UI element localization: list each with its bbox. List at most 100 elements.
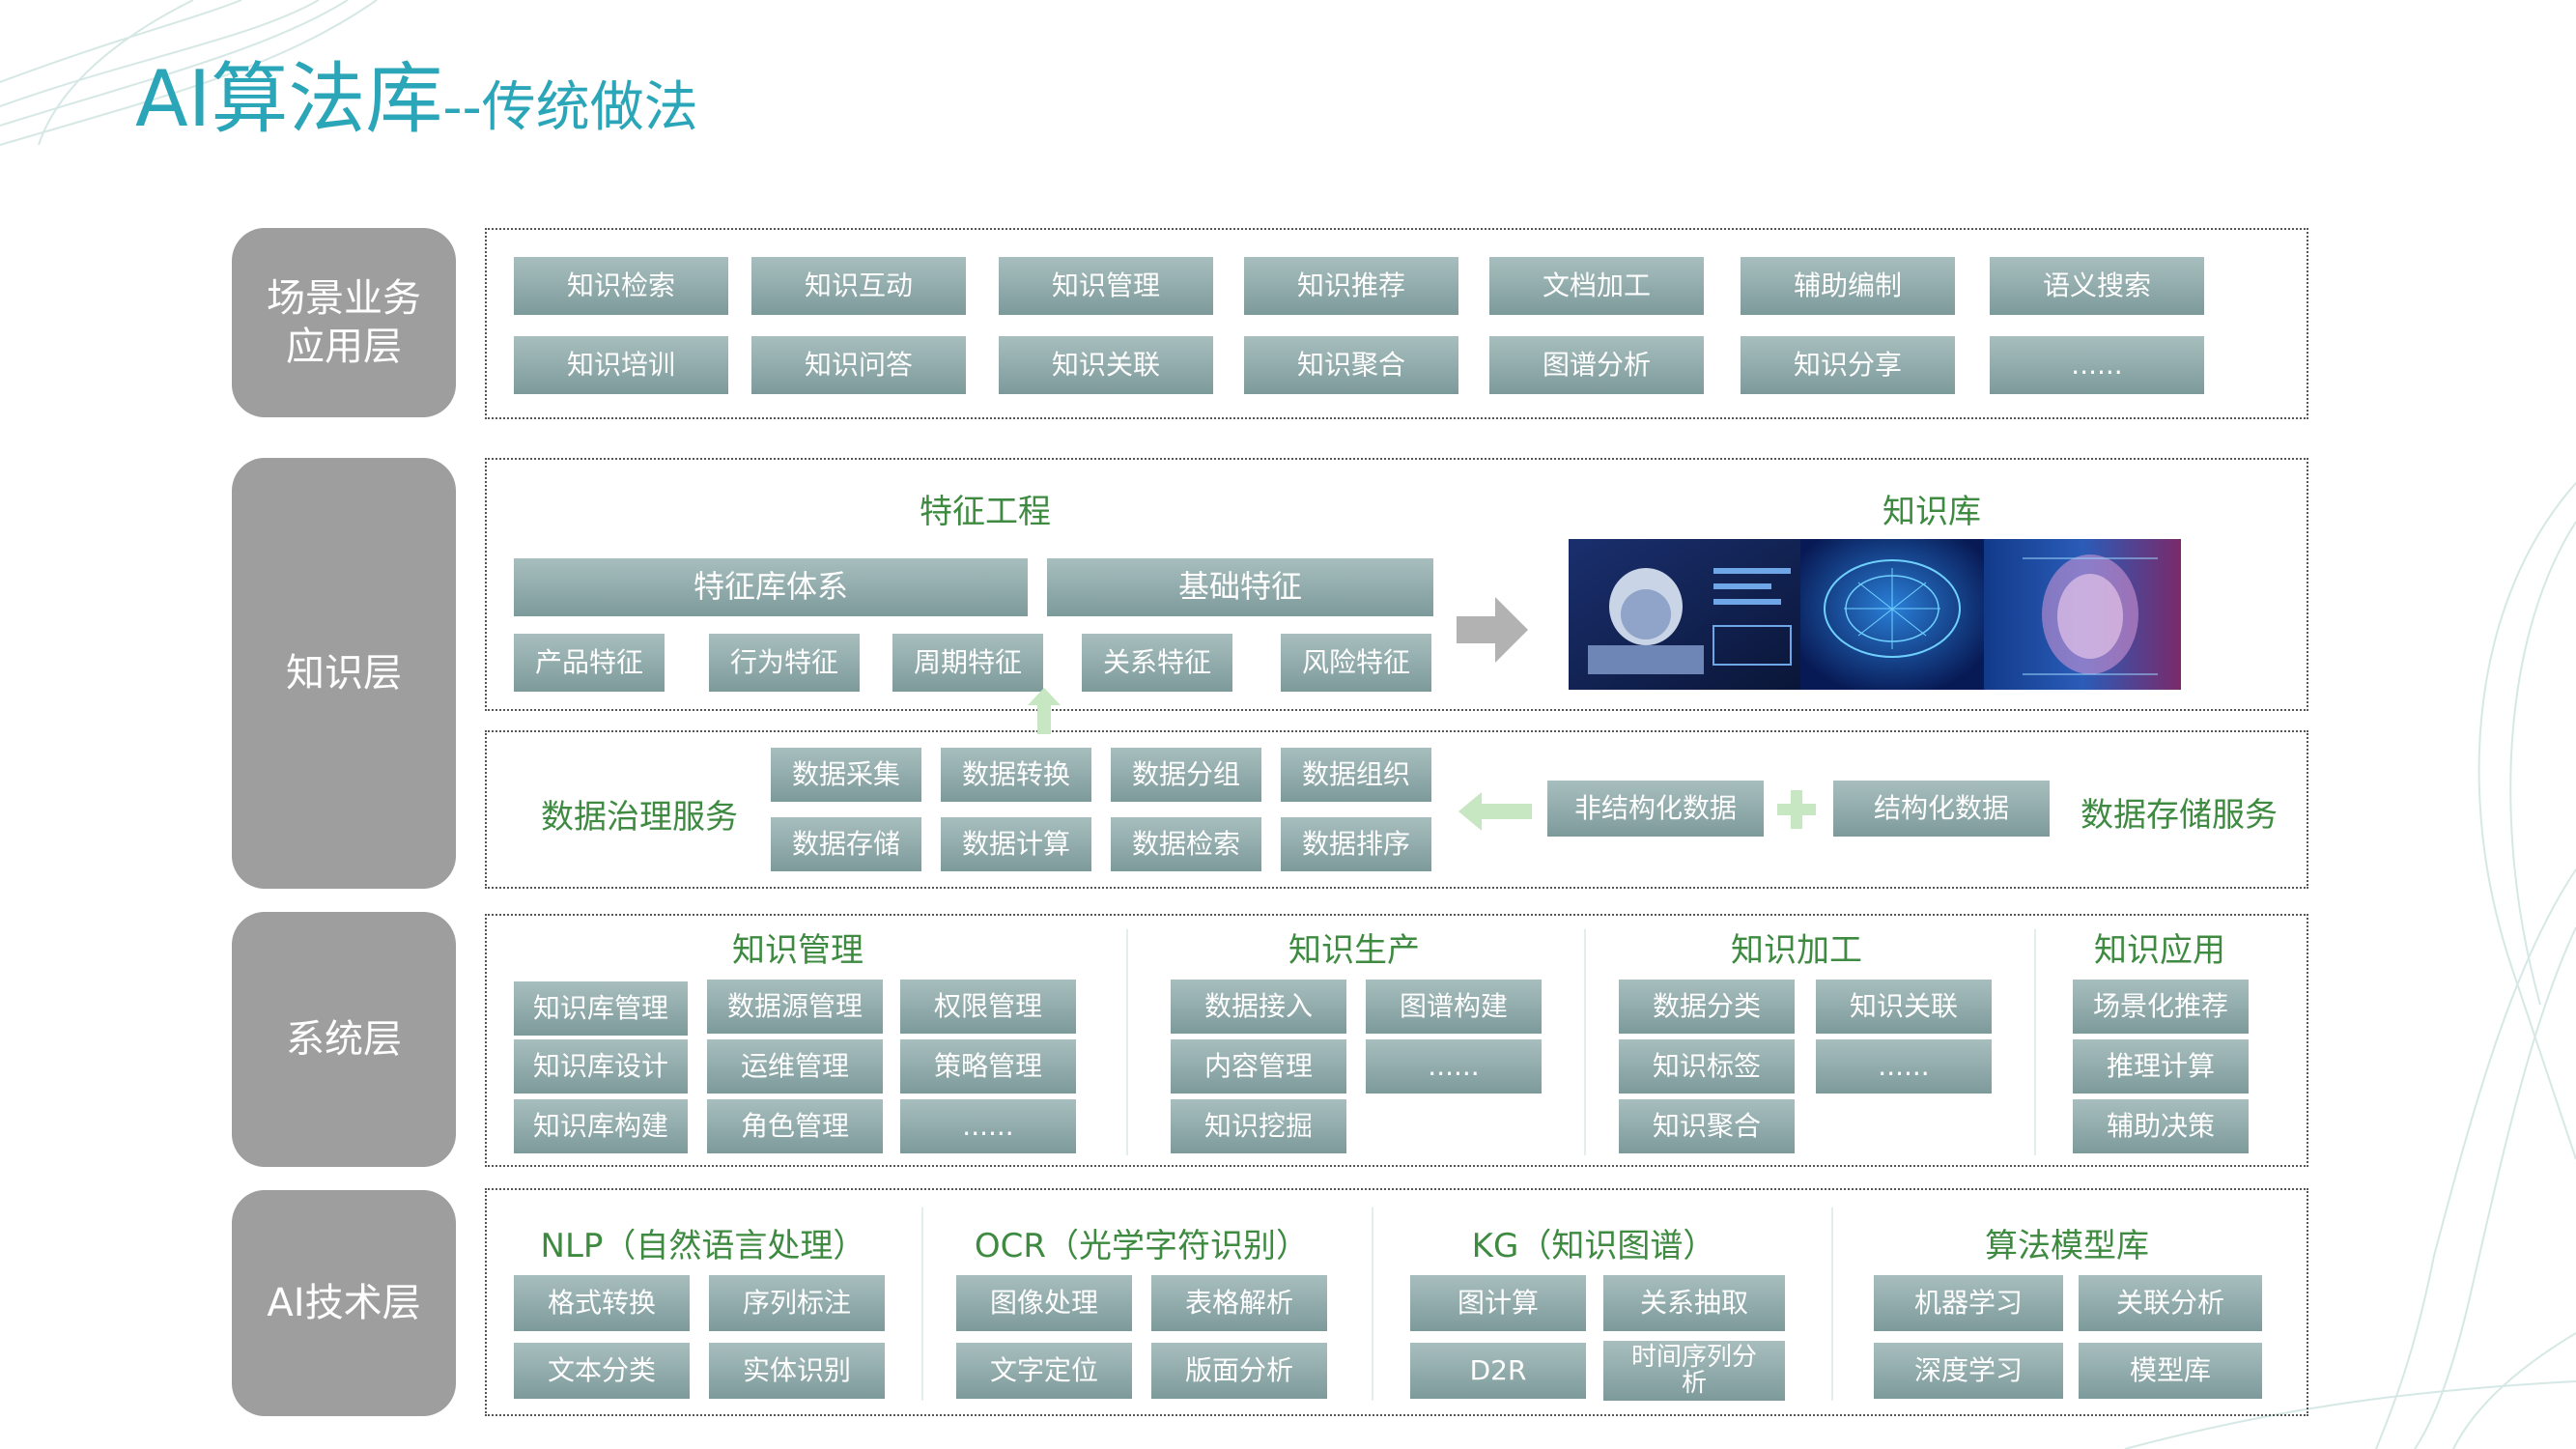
system-panel [485,914,2308,1167]
algorithm-model-heading: 算法模型库 [1985,1227,2149,1265]
structured-data-box: 结构化数据 [1833,781,2050,837]
governance-box: 数据计算 [941,817,1091,871]
governance-box: 数据分组 [1111,748,1261,802]
layer-ai-label: AI技术层 [232,1190,456,1416]
plus-icon [1777,790,1816,829]
knowledge-base-heading: 知识库 [1882,493,1981,531]
ocr-heading: OCR（光学字符识别） [974,1227,1310,1265]
system-box: 推理计算 [2073,1039,2249,1094]
system-box: 图谱构建 [1366,980,1542,1034]
system-box: 知识库管理 [514,981,688,1036]
ai-box: 序列标注 [709,1275,885,1331]
scene-box: 知识培训 [514,336,728,394]
system-box: 策略管理 [900,1039,1076,1094]
system-box: 知识聚合 [1619,1099,1795,1153]
feature-box: 风险特征 [1281,634,1431,692]
knowledge-management-heading: 知识管理 [732,931,863,970]
knowledge-processing-heading: 知识加工 [1731,931,1862,970]
system-box: 知识库构建 [514,1099,688,1153]
feature-box: 周期特征 [892,634,1043,692]
scene-box: 知识聚合 [1244,336,1458,394]
right-arrow-icon [1457,597,1528,663]
ai-box: 时间序列分析 [1603,1341,1785,1401]
scene-box: 图谱分析 [1489,336,1704,394]
feature-box: 产品特征 [514,634,665,692]
system-box: 内容管理 [1171,1039,1346,1094]
scene-box: ...... [1990,336,2204,394]
data-governance-label: 数据治理服务 [541,798,738,837]
system-box: 角色管理 [707,1099,883,1153]
scene-box: 语义搜索 [1990,257,2204,315]
left-arrow-icon [1458,792,1532,831]
page-title: AI算法库--传统做法 [135,37,698,149]
ai-box: 文本分类 [514,1343,690,1399]
column-divider [1372,1208,1373,1401]
feature-box: 行为特征 [709,634,860,692]
title-main: AI算法库 [135,54,443,144]
column-divider [2034,929,2036,1155]
basic-features-box: 基础特征 [1047,558,1433,616]
system-box: 权限管理 [900,980,1076,1034]
scene-box: 知识分享 [1741,336,1955,394]
scene-box: 知识检索 [514,257,728,315]
knowledge-base-image [1569,539,2181,690]
ai-panel [485,1188,2308,1416]
system-box: 运维管理 [707,1039,883,1094]
column-divider [1831,1208,1833,1401]
scene-box: 知识问答 [751,336,966,394]
scene-box: 知识互动 [751,257,966,315]
governance-box: 数据采集 [771,748,921,802]
ai-box: 关系抽取 [1603,1275,1785,1331]
ai-box: 文字定位 [956,1343,1132,1399]
scene-box: 知识管理 [999,257,1213,315]
system-box: 知识关联 [1816,980,1992,1034]
system-box: 辅助决策 [2073,1099,2249,1153]
ai-box: 图像处理 [956,1275,1132,1331]
scene-box: 辅助编制 [1741,257,1955,315]
system-box: 数据分类 [1619,980,1795,1034]
ai-box: 图计算 [1410,1275,1586,1331]
ai-box: 格式转换 [514,1275,690,1331]
system-box: 数据接入 [1171,980,1346,1034]
nlp-heading: NLP（自然语言处理） [540,1227,866,1265]
system-box: 知识挖掘 [1171,1099,1346,1153]
scene-box: 知识推荐 [1244,257,1458,315]
scene-box: 文档加工 [1489,257,1704,315]
governance-box: 数据排序 [1281,817,1431,871]
data-storage-service-label: 数据存储服务 [2081,796,2278,835]
ai-box: 表格解析 [1151,1275,1327,1331]
ai-box: D2R [1410,1343,1586,1399]
knowledge-panel [485,458,2308,711]
system-box: 知识标签 [1619,1039,1795,1094]
column-divider [921,1208,923,1401]
system-box: ...... [1816,1039,1992,1094]
feature-box: 关系特征 [1082,634,1232,692]
knowledge-production-heading: 知识生产 [1288,931,1420,970]
scene-panel [485,228,2308,419]
ai-box: 实体识别 [709,1343,885,1399]
governance-box: 数据组织 [1281,748,1431,802]
system-box: 场景化推荐 [2073,980,2249,1034]
layer-knowledge-label: 知识层 [232,458,456,889]
governance-box: 数据存储 [771,817,921,871]
layer-scene-label: 场景业务应用层 [232,228,456,417]
column-divider [1126,929,1128,1155]
governance-box: 数据转换 [941,748,1091,802]
ai-box: 机器学习 [1874,1275,2063,1331]
kg-heading: KG（知识图谱） [1471,1227,1716,1265]
ai-box: 关联分析 [2079,1275,2262,1331]
system-box: ...... [1366,1039,1542,1094]
knowledge-application-heading: 知识应用 [2094,931,2225,970]
title-sub: 传统做法 [481,76,698,139]
up-arrow-icon [1028,688,1061,734]
ai-box: 深度学习 [1874,1343,2063,1399]
feature-engineering-heading: 特征工程 [920,493,1051,531]
scene-box: 知识关联 [999,336,1213,394]
system-box: ...... [900,1099,1076,1153]
unstructured-data-box: 非结构化数据 [1547,781,1764,837]
governance-panel [485,730,2308,889]
ai-box: 模型库 [2079,1343,2262,1399]
feature-library-box: 特征库体系 [514,558,1028,616]
layer-system-label: 系统层 [232,912,456,1167]
